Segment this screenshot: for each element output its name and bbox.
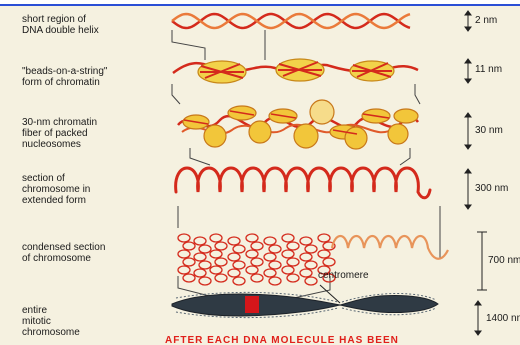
condensed-loop <box>300 269 312 277</box>
condensed-loop <box>194 269 206 277</box>
nucleosome-bead-2 <box>276 59 324 81</box>
scale-label-30nm: 30 nm <box>475 125 503 136</box>
condensed-loop <box>233 261 245 269</box>
condensed-loop <box>251 258 263 266</box>
condensed-tail <box>332 236 448 259</box>
condensed-loop <box>183 274 195 282</box>
scale-bar-11nm <box>465 59 471 83</box>
condensed-loop <box>318 234 330 242</box>
condensed-loop <box>246 250 258 258</box>
condensed-loop <box>287 258 299 266</box>
condensed-loop <box>300 237 312 245</box>
nucleosome-bead-3 <box>350 61 394 81</box>
condensed-loop <box>251 242 263 250</box>
thirty-nm-fiber <box>178 100 418 149</box>
condensed-loop <box>305 277 317 285</box>
scale-label-1400nm: 1400 nm <box>486 313 520 324</box>
connector-2-right <box>415 84 420 104</box>
condensed-loop <box>300 253 312 261</box>
condensed-loop <box>233 277 245 285</box>
scale-label-300nm: 300 nm <box>475 183 508 194</box>
condensed-loop <box>251 274 263 282</box>
condensed-loop <box>228 237 240 245</box>
condensed-loop <box>269 277 281 285</box>
scale-bar-2nm <box>465 11 471 31</box>
condensed-loop <box>264 237 276 245</box>
fiber-bead <box>204 125 226 147</box>
condensed-loop <box>282 234 294 242</box>
chromatid-body <box>172 294 438 316</box>
condensed-loop <box>287 274 299 282</box>
label-dna-helix: short region of DNA double helix <box>22 14 99 36</box>
condensed-loop <box>305 261 317 269</box>
scale-label-700nm: 700 nm <box>488 255 520 266</box>
label-extended-section: section of chromosome in extended form <box>22 173 90 206</box>
condensed-loop <box>178 266 190 274</box>
condensed-loop <box>282 266 294 274</box>
dna-double-helix <box>172 14 410 28</box>
beads-on-a-string <box>173 59 418 83</box>
condensed-loop <box>194 237 206 245</box>
condensed-loop <box>305 245 317 253</box>
condensed-loop <box>210 234 222 242</box>
condensed-loop <box>215 274 227 282</box>
condensed-loop <box>233 245 245 253</box>
scale-bar-700nm <box>477 232 487 290</box>
scale-bar-1400nm <box>475 301 481 335</box>
connector-1-left <box>172 30 205 60</box>
label-condensed-section: condensed section of chromosome <box>22 242 105 264</box>
scale-bars <box>465 11 487 335</box>
condensed-loop <box>215 242 227 250</box>
highlighted-section <box>245 296 259 313</box>
condensed-loop <box>210 266 222 274</box>
condensed-loop <box>323 258 335 266</box>
condensed-loop <box>228 253 240 261</box>
scale-bar-300nm <box>465 169 471 209</box>
condensed-chromosome-section <box>178 234 448 285</box>
extended-chromosome-loops <box>176 168 430 198</box>
fiber-bead <box>345 127 367 149</box>
condensed-loop <box>210 250 222 258</box>
condensed-loop <box>178 234 190 242</box>
condensed-loop <box>215 258 227 266</box>
scale-bar-30nm <box>465 113 471 149</box>
condensed-loop <box>246 234 258 242</box>
label-30nm-fiber: 30-nm chromatin fiber of packed nucleoso… <box>22 117 97 150</box>
scale-label-2nm: 2 nm <box>475 15 497 26</box>
condensed-loop <box>287 242 299 250</box>
label-beads-on-string: "beads-on-a-string" form of chromatin <box>22 66 107 88</box>
condensed-loop <box>178 250 190 258</box>
connector-2-left <box>172 84 180 104</box>
condensed-loop <box>282 250 294 258</box>
condensed-loop <box>264 253 276 261</box>
fiber-bead <box>394 109 418 123</box>
condensed-loop <box>199 261 211 269</box>
mitotic-chromosome <box>172 285 438 318</box>
condensed-loop <box>199 245 211 253</box>
condensed-loop <box>246 266 258 274</box>
centromere-label: centromere <box>318 270 369 281</box>
fiber-bead <box>310 100 334 124</box>
connector-3-right <box>400 148 410 165</box>
fiber-bead <box>294 124 318 148</box>
condensed-loop <box>269 245 281 253</box>
nucleosome-bead-1 <box>198 61 246 83</box>
label-mitotic-chromosome: entire mitotic chromosome <box>22 305 80 338</box>
condensed-loop <box>264 269 276 277</box>
fiber-bead <box>249 121 271 143</box>
condensed-loop <box>183 242 195 250</box>
condensed-loop <box>318 250 330 258</box>
condensed-loop <box>228 269 240 277</box>
condensed-loop <box>269 261 281 269</box>
scale-label-11nm: 11 nm <box>475 64 502 75</box>
bottom-caption-partial: AFTER EACH DNA MOLECULE HAS BEEN <box>165 335 399 345</box>
connector-3-left <box>190 148 210 165</box>
condensed-loop <box>183 258 195 266</box>
condensed-loop <box>194 253 206 261</box>
fiber-bead <box>388 124 408 144</box>
condensed-loop <box>199 277 211 285</box>
